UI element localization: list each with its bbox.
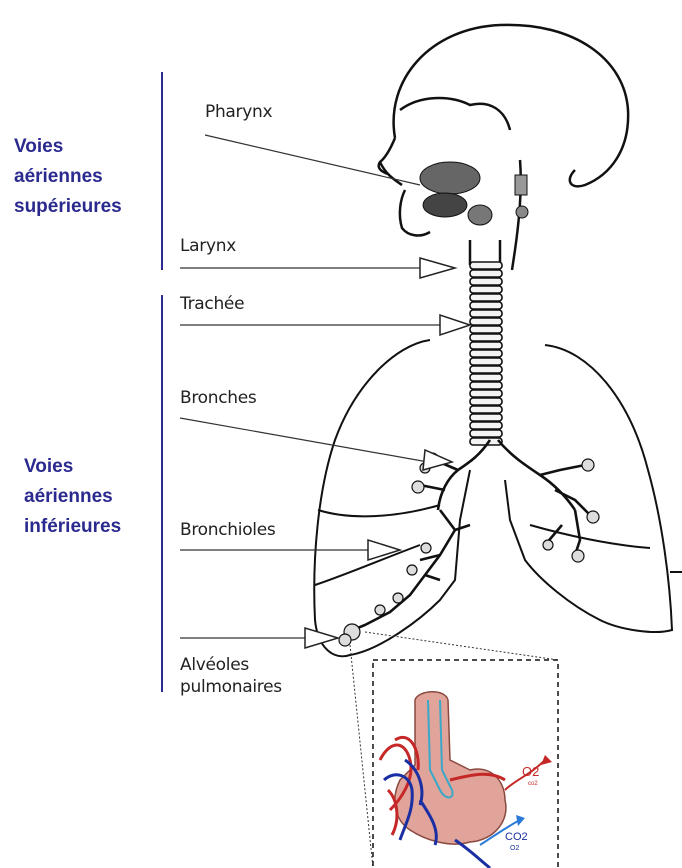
trachea-ring [470,430,502,437]
pharynx-leader [205,135,420,185]
trachea-ring [470,390,502,397]
o2-label: O2 [522,764,539,779]
trachea-ring [470,302,502,309]
bronchioles-label: Bronchioles [180,520,275,540]
trachea-ring [470,358,502,365]
trachea-ring [470,422,502,429]
upper-airways-title: Voies aériennes supérieures [14,132,122,222]
alveoles-label-line2: pulmonaires [180,677,282,697]
trachea-ring [470,326,502,333]
trachea-ring [470,334,502,341]
larynx-label: Larynx [180,236,236,256]
trachea-ring [470,414,502,421]
trachea-ring [470,406,502,413]
trachea-ring [470,262,502,269]
trachea-ring [470,374,502,381]
trachea-ring [470,398,502,405]
trachea-ring [470,278,502,285]
trachea [470,262,502,445]
o2-sublabel: co2 [528,781,538,787]
lower-airways-title-line3: inférieures [24,512,121,542]
co2-label: CO2 [505,831,528,843]
alveoles-label-line1: Alvéoles [180,655,249,675]
co2-sublabel: O2 [510,845,519,852]
bronchial-tree [348,440,590,632]
pharynx-label: Pharynx [205,102,272,122]
upper-airways-title-line2: aériennes [14,162,122,192]
trachea-ring [470,270,502,277]
head-outline [379,25,628,270]
pharynx-area [420,162,528,225]
upper-airways-title-line1: Voies [14,132,122,162]
trachea-ring [470,350,502,357]
upper-airways-title-line3: supérieures [14,192,122,222]
trachea-ring [470,342,502,349]
lower-airways-title-line1: Voies [24,452,121,482]
bronches-leader [180,418,428,462]
trachea-ring [470,310,502,317]
lower-airways-title-line2: aériennes [24,482,121,512]
trachea-ring [470,286,502,293]
trachee-label: Trachée [180,294,244,314]
trachea-ring [470,366,502,373]
bronches-label: Bronches [180,388,257,408]
leader-arrowheads [305,258,470,648]
lower-airways-title: Voies aériennes inférieures [24,452,121,542]
leader-lines [180,135,445,638]
trachea-ring [470,318,502,325]
trachea-ring [470,294,502,301]
trachea-ring [470,382,502,389]
